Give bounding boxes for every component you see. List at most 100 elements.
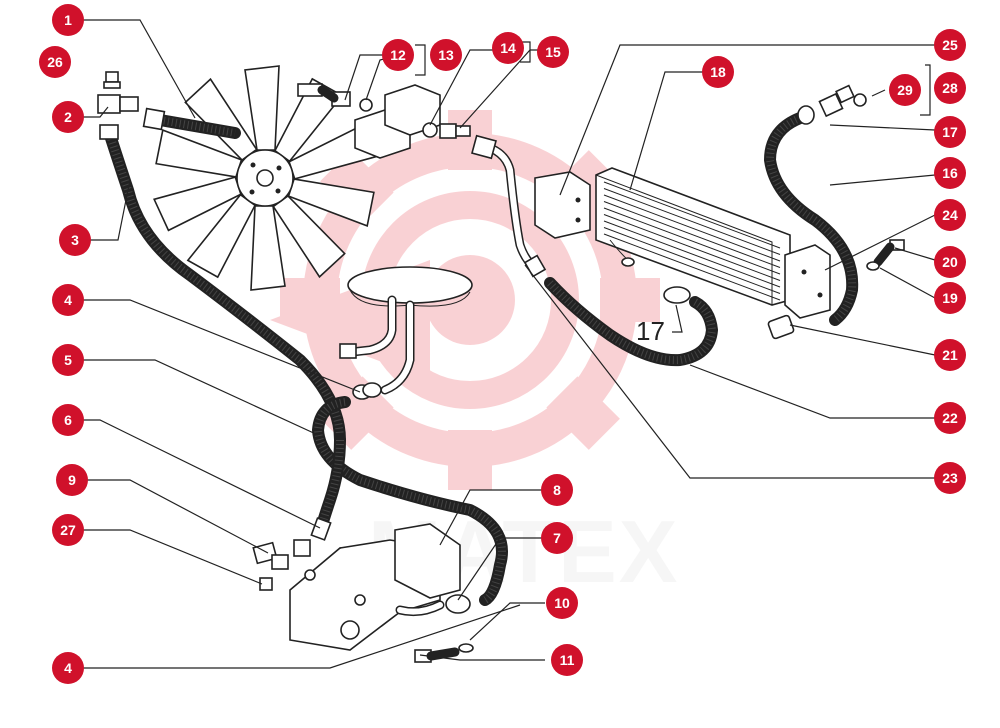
callout-number: 20 [942, 254, 958, 270]
callout-number: 10 [554, 595, 570, 611]
callout-circle [52, 344, 84, 376]
callout-number: 28 [942, 80, 958, 96]
callout-c12: 12 [382, 39, 414, 71]
cooler-fin [603, 188, 781, 255]
callout-circle [492, 32, 524, 64]
callout-c17: 17 [934, 116, 966, 148]
callout-c25: 25 [934, 29, 966, 61]
callout-c3: 3 [59, 224, 91, 256]
callout-circle [934, 72, 966, 104]
callout-c22: 22 [934, 402, 966, 434]
callout-number: 25 [942, 37, 958, 53]
oil-tank [339, 266, 473, 400]
callout-circle [889, 74, 921, 106]
callout-circle [382, 39, 414, 71]
hose-to-fitting [310, 434, 346, 541]
callout-number: 5 [64, 352, 72, 368]
callout-c14: 14 [492, 32, 524, 64]
callout-number: 21 [942, 347, 958, 363]
cooler-fin [603, 194, 781, 262]
callout-number: 26 [47, 54, 63, 70]
callout-circle [59, 224, 91, 256]
hose-long-left [104, 129, 346, 446]
callout-c15: 15 [537, 36, 569, 68]
callout-number: 23 [942, 470, 958, 486]
cooler-fin [603, 220, 781, 288]
callout-number: 18 [710, 64, 726, 80]
oil-cooler [534, 167, 831, 319]
callout-circle [934, 116, 966, 148]
callout-number: 24 [942, 207, 958, 223]
bolt-bottom [414, 643, 474, 663]
callout-number: 6 [64, 412, 72, 428]
callout-circle [52, 4, 84, 36]
callout-c11: 11 [551, 644, 583, 676]
callout-number: 13 [438, 47, 454, 63]
callout-c2: 2 [52, 101, 84, 133]
clamp-label-plain: 17 [636, 316, 665, 346]
callout-c21: 21 [934, 339, 966, 371]
callout-c27: 27 [52, 514, 84, 546]
callout-c9: 9 [56, 464, 88, 496]
callout-c1: 1 [52, 4, 84, 36]
callout-c5: 5 [52, 344, 84, 376]
callout-c20: 20 [934, 246, 966, 278]
callout-number: 14 [500, 40, 516, 56]
callout-circle [934, 29, 966, 61]
callout-number: 11 [560, 652, 575, 668]
elbow-fitting-top-left [97, 71, 139, 140]
fitting-top-right [818, 84, 867, 118]
cooler-fin [603, 227, 781, 294]
callout-number: 1 [64, 12, 72, 28]
callout-c23: 23 [934, 462, 966, 494]
callout-circle [934, 462, 966, 494]
cooler-fin [603, 181, 781, 249]
callout-circle [934, 402, 966, 434]
callout-c18: 18 [702, 56, 734, 88]
callout-circle [537, 36, 569, 68]
callout-number: 9 [68, 472, 76, 488]
callout-number: 17 [942, 124, 958, 140]
callout-c28: 28 [934, 72, 966, 104]
callout-number: 4 [64, 292, 72, 308]
callout-c29: 29 [889, 74, 921, 106]
callout-circle [52, 101, 84, 133]
callout-c7: 7 [541, 522, 573, 554]
callout-circle [56, 464, 88, 496]
callout-number: 12 [390, 47, 406, 63]
callout-circle [541, 522, 573, 554]
callout-number: 16 [942, 165, 958, 181]
callout-circle [551, 644, 583, 676]
fasteners-right [767, 239, 905, 340]
hydraulic-pump-bottom [289, 523, 471, 651]
hose-cooler-inlet [764, 105, 859, 326]
cooler-fin [603, 201, 781, 268]
cooling-fan [153, 65, 377, 291]
callout-number: 8 [553, 482, 561, 498]
cooler-fin [603, 233, 781, 301]
callout-c8: 8 [541, 474, 573, 506]
callout-c19: 19 [934, 282, 966, 314]
callout-circle [52, 284, 84, 316]
callout-number: 29 [897, 82, 913, 98]
callout-circle [39, 46, 71, 78]
cooler-fin [603, 207, 781, 275]
callout-number: 3 [71, 232, 79, 248]
callout-circle [934, 157, 966, 189]
callout-c4b: 4 [52, 652, 84, 684]
callout-c24: 24 [934, 199, 966, 231]
callout-number: 7 [553, 530, 561, 546]
callout-c4a: 4 [52, 284, 84, 316]
callout-number: 19 [942, 290, 958, 306]
callout-c26: 26 [39, 46, 71, 78]
fan-blade [250, 205, 286, 291]
callout-circle [934, 282, 966, 314]
callout-circle [934, 199, 966, 231]
callout-number: 4 [64, 660, 72, 676]
hose-pump-loop [312, 396, 508, 606]
callout-circle [52, 514, 84, 546]
hose-top-short [142, 107, 241, 139]
callout-circle [52, 404, 84, 436]
callout-number: 2 [64, 109, 72, 125]
